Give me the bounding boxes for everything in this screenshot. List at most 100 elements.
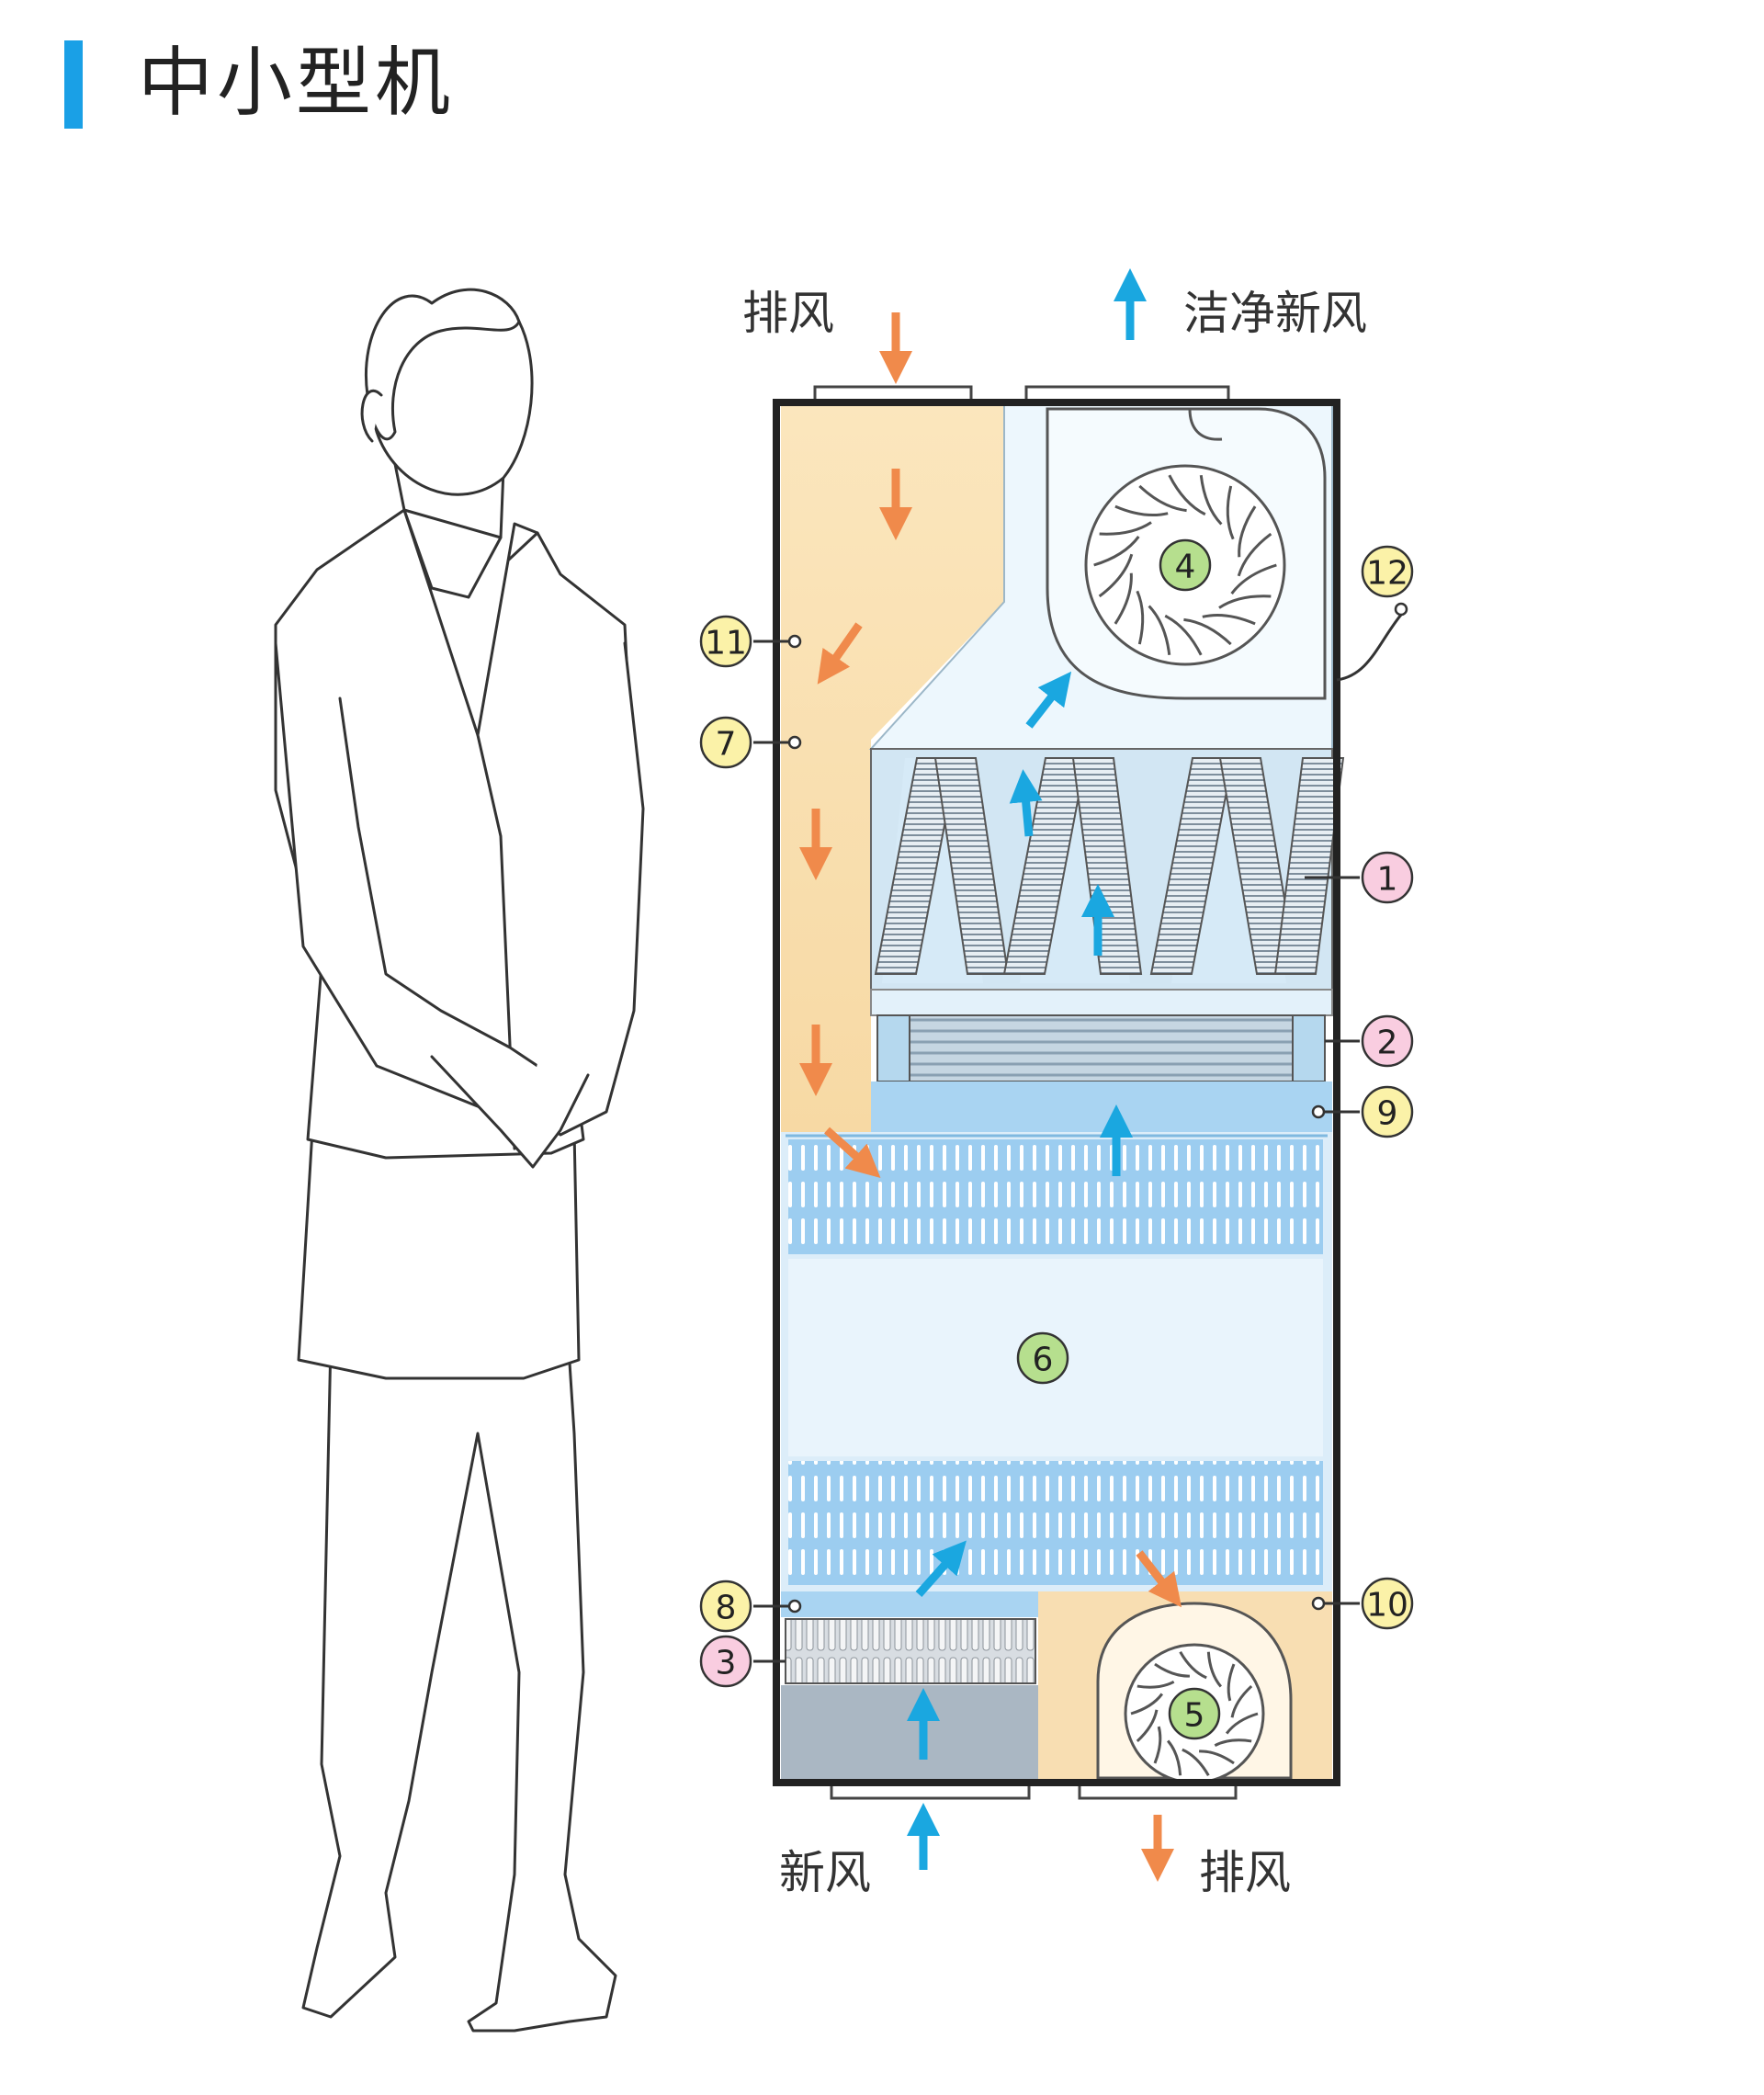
exhaust-airflow-arrow: [824, 1127, 881, 1178]
supply-fan-blade: [1138, 484, 1187, 513]
exhaust-fan-blade: [1166, 1739, 1182, 1776]
supply-fan-blade: [1168, 474, 1206, 516]
callout-6: 6: [1016, 1331, 1069, 1385]
callout-badge: [699, 615, 752, 668]
supply-fan-blade: [1237, 532, 1272, 577]
callout-11: 11: [699, 615, 802, 668]
filter-pleat-strip: [1273, 757, 1345, 975]
sensor-point: [1311, 1104, 1326, 1119]
filter-pleat-strip: [1071, 757, 1143, 975]
callout-number: 4: [1175, 549, 1196, 586]
callout-number: 9: [1377, 1095, 1398, 1133]
supply-fan-blade: [1114, 572, 1133, 625]
sensor-point: [787, 1599, 802, 1614]
supply-fan-blade: [1183, 617, 1232, 646]
callout-number: 3: [716, 1645, 737, 1682]
callout-3: 3: [699, 1635, 786, 1688]
pleated-filter-panels: [874, 757, 1345, 983]
label-exhaust-out: 排风: [1199, 1846, 1291, 1899]
title-accent-bar: [64, 40, 83, 129]
supply-fan-blade: [1218, 595, 1272, 609]
fresh-inlet-plenum: [781, 1591, 1038, 1617]
pre-core-plenum: [871, 1081, 1332, 1132]
coil-frame: [870, 989, 1333, 1016]
callout-number: 2: [1377, 1025, 1398, 1062]
callout-4: 4: [1159, 538, 1212, 592]
callout-badge: [1016, 1331, 1069, 1385]
woman-outline-illustration: [274, 288, 645, 2033]
airflow-arrows: [799, 268, 1182, 1882]
exhaust-channel: [781, 404, 1004, 1132]
ventilation-unit: [773, 385, 1345, 1800]
callout-badge: [1361, 851, 1414, 904]
callout-12: 12: [1336, 545, 1414, 682]
exhaust-fan-blade: [1130, 1693, 1164, 1716]
callout-badge: [1361, 1085, 1414, 1138]
fresh-inlet-chamber: [781, 1685, 1038, 1783]
callout-number: 5: [1184, 1697, 1205, 1735]
supply-fan-blade: [1238, 505, 1257, 558]
callout-badge: [1361, 1014, 1414, 1068]
exhaust-fan-blade: [1230, 1684, 1253, 1718]
callout-number: 11: [705, 625, 747, 662]
callout-1: 1: [1305, 851, 1414, 904]
supply-fan-blade: [1114, 504, 1169, 516]
sensor-point: [787, 634, 802, 649]
callout-badge: [699, 716, 752, 769]
exhaust-fan-blade: [1214, 1738, 1252, 1748]
supply-fan-blade: [1136, 590, 1145, 645]
filter-pleat-strip: [933, 757, 1010, 975]
callout-number: 8: [716, 1590, 737, 1627]
supply-fan-blade: [1230, 563, 1277, 595]
supply-fan-blade: [1093, 536, 1140, 567]
callout-number: 6: [1033, 1342, 1054, 1379]
callout-number: 10: [1366, 1587, 1408, 1625]
label-fresh-in: 新风: [779, 1846, 871, 1899]
label-exhaust-in: 排风: [742, 287, 834, 340]
callout-9: 9: [1311, 1085, 1414, 1138]
supply-fan-blade: [1226, 485, 1235, 540]
supply-fan-blade: [1202, 614, 1256, 626]
sensor-point: [1311, 1596, 1326, 1611]
callout-10: 10: [1311, 1577, 1414, 1630]
callout-number: 1: [1377, 861, 1398, 899]
supply-fan-blade: [1148, 605, 1171, 656]
callout-badge: [1159, 538, 1212, 592]
exhaust-fan-blade: [1199, 1750, 1235, 1765]
exhaust-fan-blade: [1154, 1662, 1190, 1678]
exhaust-fan-blade: [1227, 1663, 1236, 1702]
callout-number: 7: [716, 726, 737, 764]
coil-2: [876, 1014, 1326, 1082]
callout-number: 12: [1366, 555, 1408, 593]
fresh-airflow-arrow: [1025, 671, 1072, 729]
supply-fan-blade: [1098, 553, 1134, 598]
exhaust-fan-blade: [1206, 1651, 1223, 1688]
exhaust-fan-blade: [1136, 1680, 1175, 1689]
callout-2: 2: [1325, 1014, 1414, 1068]
fresh-airflow-arrow: [915, 1540, 967, 1597]
page-title: 中小型机: [138, 40, 455, 127]
callout-badge: [699, 1580, 752, 1633]
callout-badge: [1168, 1687, 1221, 1740]
remote-sensor-cable: [1336, 614, 1403, 682]
callout-badge: [1361, 545, 1414, 598]
callout-5: 5: [1168, 1687, 1221, 1740]
supply-fan-blade: [1199, 474, 1223, 526]
sensor-point: [787, 735, 802, 750]
pre-filter-3: [785, 1618, 1036, 1684]
supply-fan-blade: [1164, 614, 1203, 656]
fresh-airflow-arrow: [1009, 769, 1043, 837]
callout-7: 7: [699, 716, 802, 769]
callout-badge: [1361, 1577, 1414, 1630]
exhaust-fan-blade: [1136, 1709, 1159, 1743]
label-clean-fresh-out: 洁净新风: [1183, 287, 1367, 340]
exhaust-fan-blade: [1225, 1712, 1259, 1735]
unit-cabinet: [773, 399, 1340, 1786]
callout-8: 8: [699, 1580, 802, 1633]
exhaust-fan-blade: [1182, 1748, 1210, 1777]
exhaust-airflow-arrow: [1136, 1550, 1182, 1608]
supply-fan-blade: [1099, 521, 1152, 536]
sensor-point: [1394, 602, 1408, 617]
